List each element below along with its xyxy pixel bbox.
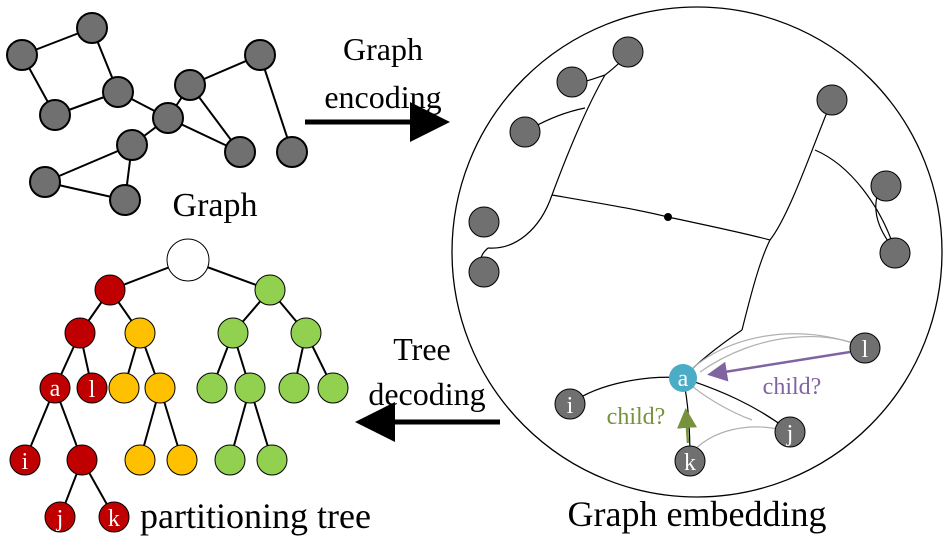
node-letter-j: j bbox=[786, 421, 794, 447]
tree-node-green bbox=[278, 372, 310, 404]
embedded-node bbox=[870, 170, 902, 202]
graph-node bbox=[152, 102, 184, 134]
tree-node-yellow bbox=[108, 372, 140, 404]
graph-node bbox=[174, 69, 206, 101]
graph-nodes bbox=[6, 12, 308, 216]
tree-letter-k: k bbox=[108, 506, 120, 532]
tree-node-yellow bbox=[124, 444, 156, 476]
node-letter-a: a bbox=[678, 366, 689, 392]
graph-node bbox=[276, 136, 308, 168]
decoding-label-line2: decoding bbox=[368, 376, 485, 412]
tree-node-green bbox=[290, 317, 322, 349]
node-letter-l: l bbox=[862, 337, 869, 363]
graph-node bbox=[76, 12, 108, 44]
embedded-node bbox=[879, 237, 911, 269]
graph-node bbox=[29, 166, 61, 198]
poincare-disk bbox=[451, 6, 943, 498]
child-query-purple: child? bbox=[763, 374, 822, 400]
tree-letter-l: l bbox=[89, 377, 96, 403]
green-query-arrow bbox=[677, 408, 697, 444]
tree-node-j: j bbox=[44, 501, 76, 533]
graph-node bbox=[109, 184, 141, 216]
tree-node-red bbox=[66, 444, 98, 476]
embedded-node bbox=[556, 66, 588, 98]
embedded-node-k: k bbox=[674, 445, 706, 477]
tree-node-yellow bbox=[166, 444, 198, 476]
tree-letter-a: a bbox=[50, 376, 61, 402]
graph-node bbox=[6, 39, 38, 71]
tree-letter-j: j bbox=[56, 506, 64, 532]
graph-node bbox=[116, 129, 148, 161]
tree-root-node bbox=[166, 238, 210, 282]
embedded-node bbox=[612, 36, 644, 68]
embedded-node-a: a bbox=[669, 364, 697, 392]
partitioning-tree: a l i j k bbox=[9, 238, 349, 533]
tree-node-k: k bbox=[98, 501, 130, 533]
graph-node bbox=[244, 39, 276, 71]
embedded-node bbox=[468, 256, 500, 288]
tree-node-green bbox=[317, 372, 349, 404]
graph-label: Graph bbox=[173, 187, 258, 224]
embedded-node bbox=[816, 84, 848, 116]
child-query-green: child? bbox=[607, 404, 666, 430]
tree-node-green bbox=[254, 274, 286, 306]
tree-node-green bbox=[214, 444, 246, 476]
embedded-node-i: i bbox=[554, 388, 586, 420]
input-graph bbox=[6, 12, 308, 216]
tree-node-l: l bbox=[76, 372, 108, 404]
graph-embedding: l i j k a child? child? bbox=[451, 6, 943, 498]
embedded-node bbox=[509, 116, 541, 148]
tree-node-red bbox=[64, 317, 96, 349]
tree-node-a: a bbox=[39, 372, 71, 404]
graph-node bbox=[39, 99, 71, 131]
origin-point bbox=[664, 213, 672, 221]
tree-node-green bbox=[217, 317, 249, 349]
decoding-arrow: Tree decoding bbox=[355, 331, 500, 442]
embedded-node-l: l bbox=[849, 332, 881, 364]
tree-node-green bbox=[256, 444, 288, 476]
graph-node bbox=[224, 136, 256, 168]
tree-nodes bbox=[64, 238, 349, 476]
tree-node-green bbox=[234, 372, 266, 404]
decoding-label-line1: Tree bbox=[393, 331, 450, 367]
encoding-label-line2: encoding bbox=[324, 79, 441, 115]
tree-node-green bbox=[196, 372, 228, 404]
node-letter-k: k bbox=[684, 450, 696, 476]
graph-embedding-label: Graph embedding bbox=[568, 494, 827, 534]
graph-node bbox=[102, 76, 134, 108]
embedded-node bbox=[468, 206, 500, 238]
embedded-node-j: j bbox=[774, 416, 806, 448]
tree-letter-i: i bbox=[22, 449, 29, 475]
encoding-arrow: Graph encoding bbox=[305, 31, 450, 142]
tree-node-red bbox=[94, 274, 126, 306]
tree-node-i: i bbox=[9, 444, 41, 476]
purple-query-arrow bbox=[707, 350, 851, 382]
tree-node-yellow bbox=[144, 372, 176, 404]
node-letter-i: i bbox=[567, 393, 574, 419]
partitioning-tree-label: partitioning tree bbox=[140, 496, 371, 536]
tree-node-yellow bbox=[124, 317, 156, 349]
encoding-label-line1: Graph bbox=[343, 31, 423, 67]
